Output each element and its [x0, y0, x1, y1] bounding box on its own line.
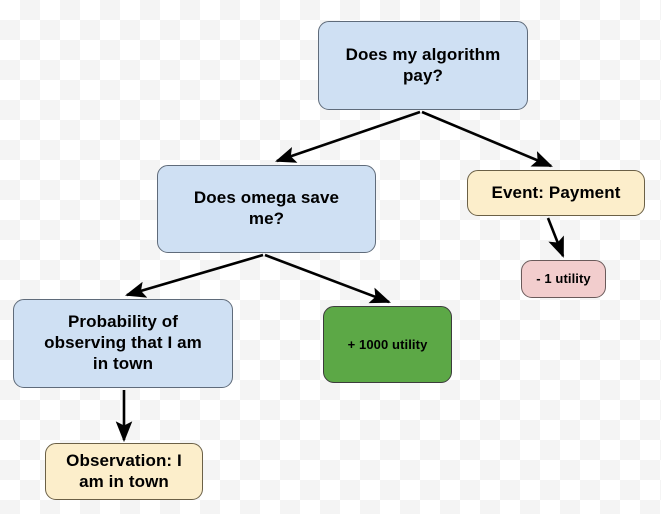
node-minus-utility[interactable]: - 1 utility — [521, 260, 606, 298]
edge-algorithm-to-payment — [421, 110, 553, 168]
node-plus-utility-label: + 1000 utility — [347, 336, 428, 352]
node-event-payment[interactable]: Event: Payment — [467, 170, 645, 216]
edge-omega-to-plus — [264, 253, 391, 304]
node-omega-save-label: Does omega save me? — [193, 188, 340, 228]
node-omega-save[interactable]: Does omega save me? — [157, 165, 376, 253]
node-minus-utility-label: - 1 utility — [536, 271, 591, 287]
node-probability-observing[interactable]: Probability of observing that I am in to… — [13, 299, 233, 388]
edge-omega-to-probability — [125, 253, 264, 298]
node-event-payment-label: Event: Payment — [491, 182, 621, 202]
node-algorithm-pay[interactable]: Does my algorithm pay? — [318, 21, 528, 110]
node-plus-utility[interactable]: + 1000 utility — [323, 306, 452, 383]
node-observation-town[interactable]: Observation: I am in town — [45, 443, 203, 500]
edge-algorithm-to-omega — [275, 110, 421, 163]
node-algorithm-pay-label: Does my algorithm pay? — [345, 44, 501, 85]
node-probability-observing-label: Probability of observing that I am in to… — [44, 312, 202, 373]
node-observation-town-label: Observation: I am in town — [66, 450, 182, 491]
edge-payment-to-minus — [546, 217, 565, 258]
